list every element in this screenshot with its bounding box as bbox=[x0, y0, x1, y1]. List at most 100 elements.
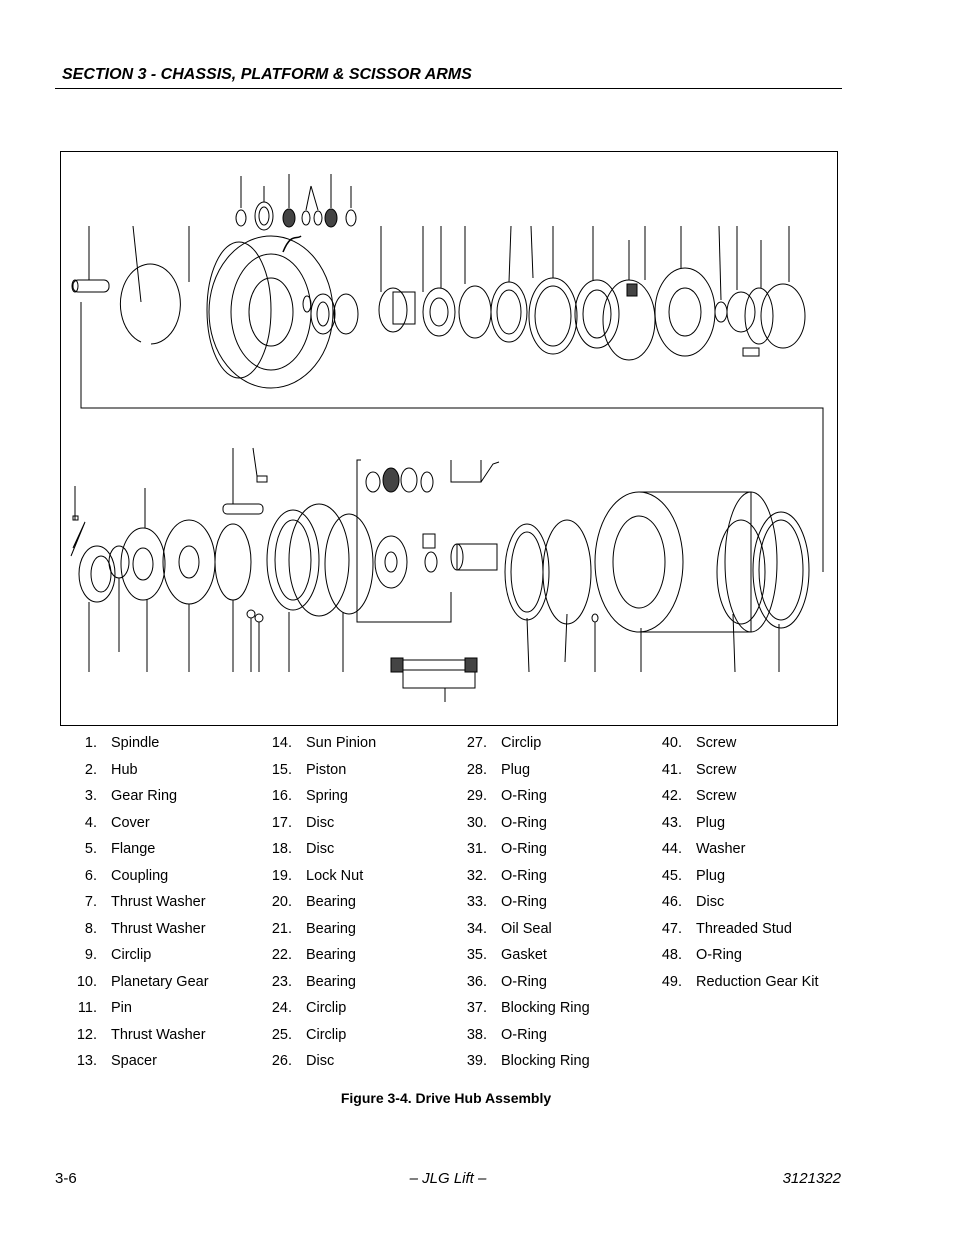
legend-item-number: 30. bbox=[466, 814, 487, 831]
legend-item-number: 1. bbox=[84, 735, 97, 751]
legend-item-number: 9. bbox=[84, 947, 97, 963]
legend-item: 49.Reduction Gear Kit bbox=[647, 974, 842, 994]
legend-item-label: Blocking Ring bbox=[501, 1053, 590, 1069]
legend-item-number: 49. bbox=[661, 973, 682, 990]
legend-item: 31.O-Ring bbox=[452, 841, 647, 861]
legend-item: 38. O-Ring bbox=[452, 1027, 647, 1047]
legend-item-label: Plug bbox=[696, 867, 726, 884]
legend-item: 28. Plug bbox=[452, 762, 647, 782]
legend-item-label: Hub bbox=[111, 761, 138, 778]
header-divider bbox=[55, 88, 842, 89]
document-number: 3121322 bbox=[782, 1170, 841, 1187]
legend-item-number: 28. bbox=[466, 761, 487, 778]
legend-item-number: 15. bbox=[271, 761, 292, 778]
legend-item-number: 45. bbox=[661, 867, 682, 884]
legend-item-number: 10. bbox=[76, 973, 97, 990]
legend-item-number: 46. bbox=[661, 894, 682, 910]
legend-item: 3.Gear Ring bbox=[62, 788, 257, 808]
legend-item-number: 33. bbox=[466, 894, 487, 910]
legend-item: 7. Thrust Washer bbox=[62, 894, 257, 914]
legend-item: 30.O-Ring bbox=[452, 815, 647, 835]
legend-item: 46.Disc bbox=[647, 894, 842, 914]
legend-item-number: 40. bbox=[661, 735, 682, 751]
legend-item-label: Lock Nut bbox=[306, 867, 364, 884]
legend-item-label: Gear Ring bbox=[111, 788, 178, 804]
legend-item-number: 7. bbox=[84, 894, 97, 910]
legend-item: 12.Thrust Washer bbox=[62, 1027, 257, 1047]
legend-item-label: Plug bbox=[696, 814, 726, 831]
legend-item-number: 4. bbox=[84, 814, 97, 831]
legend-item-number: 18. bbox=[271, 841, 292, 857]
legend-item: 13. Spacer bbox=[62, 1053, 257, 1073]
legend-item-number: 38. bbox=[466, 1026, 487, 1043]
legend-item-label: Spring bbox=[306, 788, 348, 804]
legend-item: 26.Disc bbox=[257, 1053, 452, 1073]
legend-item-number: 2. bbox=[84, 761, 97, 778]
legend-item-label: Disc bbox=[306, 841, 335, 857]
legend-item-number: 21. bbox=[271, 920, 292, 937]
legend-item-number: 43. bbox=[661, 814, 682, 831]
legend-item-number: 39. bbox=[466, 1053, 487, 1069]
legend-item-label: Blocking Ring bbox=[501, 1000, 590, 1016]
legend-item: 36.O-Ring bbox=[452, 974, 647, 994]
legend-item: 18. Disc bbox=[257, 841, 452, 861]
legend-item-label: Cover bbox=[111, 814, 150, 831]
legend-item: 40.Screw bbox=[647, 735, 842, 755]
legend-item-label: Gasket bbox=[501, 947, 547, 963]
legend-item-number: 29. bbox=[466, 788, 487, 804]
legend-item-number: 8. bbox=[84, 920, 97, 937]
legend-item: 21. Bearing bbox=[257, 921, 452, 941]
legend-item-label: O-Ring bbox=[501, 867, 547, 884]
legend-item-label: O-Ring bbox=[501, 973, 547, 990]
legend-item: 4. Cover bbox=[62, 815, 257, 835]
legend-item-number: 35. bbox=[466, 947, 487, 963]
legend-item: 37.Blocking Ring bbox=[452, 1000, 647, 1020]
legend-item-label: Bearing bbox=[306, 947, 356, 963]
legend-item-label: O-Ring bbox=[501, 1026, 547, 1043]
legend-item-label: Circlip bbox=[306, 1026, 347, 1043]
legend-item-label: Threaded Stud bbox=[696, 920, 792, 937]
legend-item-label: Thrust Washer bbox=[111, 1026, 206, 1043]
legend-item-number: 41. bbox=[661, 761, 682, 778]
legend-item-label: Bearing bbox=[306, 894, 356, 910]
legend-item-label: Washer bbox=[696, 841, 746, 857]
legend-item-label: Piston bbox=[306, 761, 347, 778]
legend-item-number: 11. bbox=[77, 1000, 97, 1016]
legend-item-label: Bearing bbox=[306, 973, 356, 990]
legend-item: 27.Circlip bbox=[452, 735, 647, 755]
legend-item: 15. Piston bbox=[257, 762, 452, 782]
legend-item: 45. Plug bbox=[647, 868, 842, 888]
legend-item-label: Disc bbox=[306, 1053, 335, 1069]
legend-item-number: 23. bbox=[271, 973, 292, 990]
page-number: 3-6 bbox=[55, 1170, 77, 1187]
legend-item-number: 13. bbox=[76, 1053, 97, 1069]
legend-item: 34.Oil Seal bbox=[452, 921, 647, 941]
legend-item: 11.Pin bbox=[62, 1000, 257, 1020]
legend-item-number: 25. bbox=[271, 1026, 292, 1043]
legend-item: 19. Lock Nut bbox=[257, 868, 452, 888]
legend-item-label: Oil Seal bbox=[501, 920, 552, 937]
legend-item: 17.Disc bbox=[257, 815, 452, 835]
legend-item: 25. Circlip bbox=[257, 1027, 452, 1047]
legend-item-number: 24. bbox=[271, 1000, 292, 1016]
legend-item-label: Spacer bbox=[111, 1053, 157, 1069]
legend-item-label: Bearing bbox=[306, 920, 356, 937]
legend-item-number: 27. bbox=[466, 735, 487, 751]
legend-item-number: 6. bbox=[84, 867, 97, 884]
legend-item-label: Thrust Washer bbox=[111, 894, 206, 910]
legend-item: 39. Blocking Ring bbox=[452, 1053, 647, 1073]
legend-item-number: 19. bbox=[271, 867, 292, 884]
legend-item-label: Circlip bbox=[111, 947, 152, 963]
legend-item-number: 48. bbox=[661, 947, 682, 963]
legend-item-label: Coupling bbox=[111, 867, 169, 884]
legend-item-number: 42. bbox=[661, 788, 682, 804]
legend-item: 48.O-Ring bbox=[647, 947, 842, 967]
legend-item: 47.Threaded Stud bbox=[647, 921, 842, 941]
legend-item-label: Plug bbox=[501, 761, 531, 778]
section-title: SECTION 3 - CHASSIS, PLATFORM & SCISSOR … bbox=[62, 66, 472, 83]
legend-item-label: Disc bbox=[306, 814, 335, 831]
legend-item: 33.O-Ring bbox=[452, 894, 647, 914]
legend-item: 22.Bearing bbox=[257, 947, 452, 967]
legend-item-number: 16. bbox=[271, 788, 292, 804]
legend-item: 10.Planetary Gear bbox=[62, 974, 257, 994]
